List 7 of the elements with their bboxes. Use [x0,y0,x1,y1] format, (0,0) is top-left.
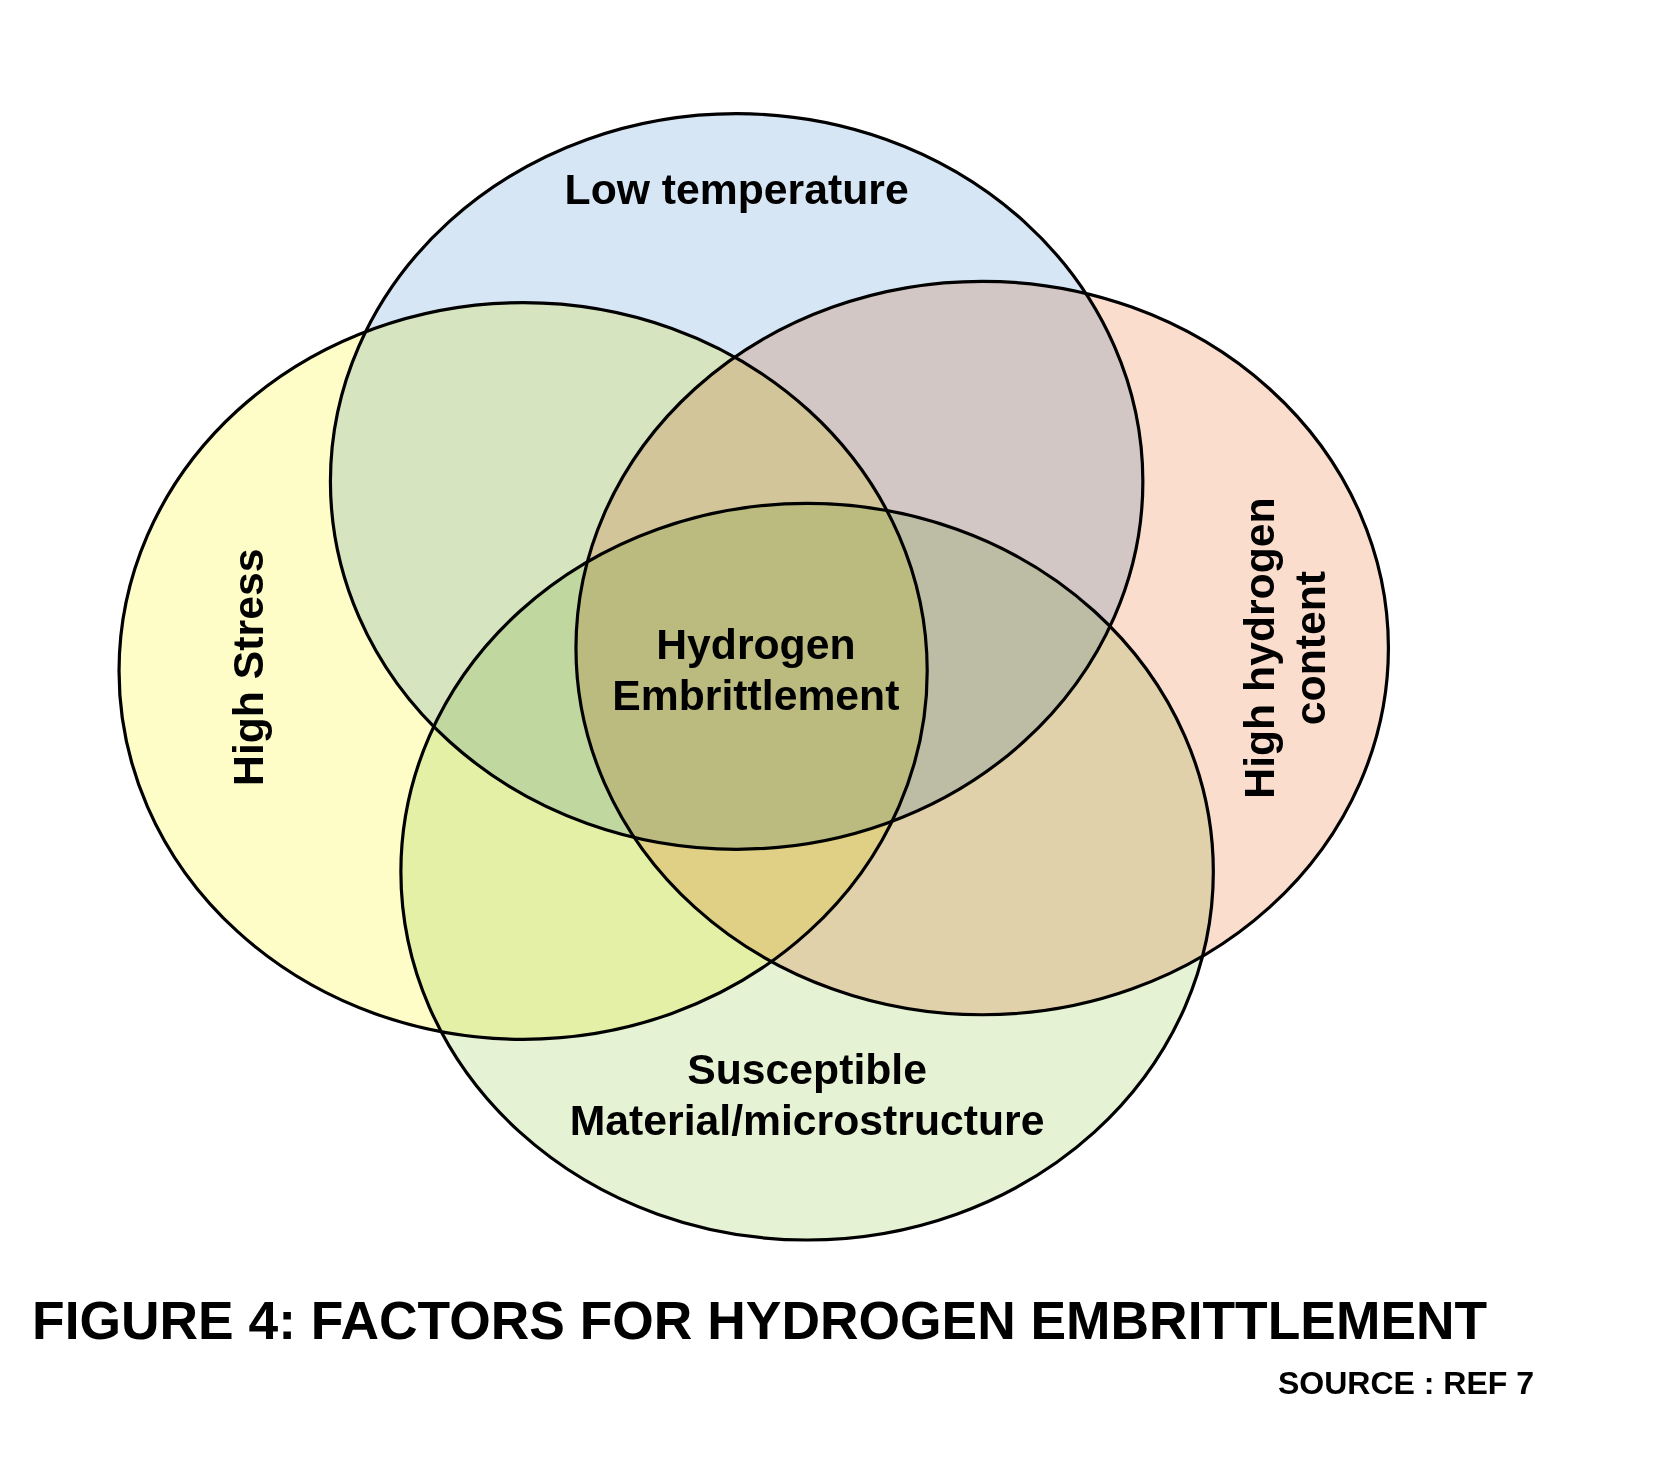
set-label: High Stress [223,547,273,788]
set-label: High hydrogen content [1234,496,1335,801]
source-note: SOURCE : REF 7 [1277,1364,1535,1403]
set-label: Susceptible Material/microstructure [568,1044,1046,1146]
center-label: Hydrogen Embrittlement [611,619,901,721]
set-label: Low temperature [563,164,910,215]
figure-caption: FIGURE 4: FACTORS FOR HYDROGEN EMBRITTLEMENT [32,1289,1488,1353]
